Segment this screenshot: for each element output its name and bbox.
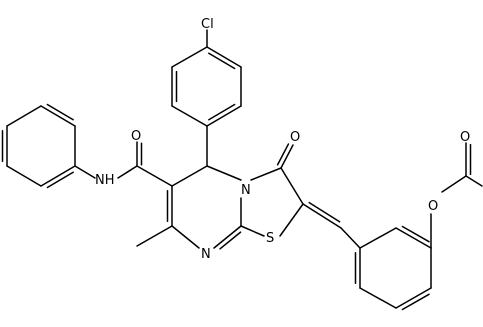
thiazole-bond xyxy=(279,203,304,237)
bond-methyl xyxy=(136,225,173,247)
ring-b-bond-second xyxy=(46,171,74,189)
bond-amide-c-n xyxy=(117,165,138,179)
pyrimidine-bond xyxy=(206,165,242,181)
bond-n-phenyl xyxy=(74,165,96,179)
atom-label-nh-amide: NH xyxy=(95,173,115,188)
atom-label-cl: Cl xyxy=(201,17,214,32)
ring-b-bond xyxy=(6,165,42,187)
bond-ch-ring-c xyxy=(340,227,361,249)
bond-c6-amide-c xyxy=(136,165,173,187)
atom-label-s-ring: S xyxy=(266,231,274,246)
ring-c-bond xyxy=(395,287,432,309)
bond-acetyl-methyl xyxy=(465,175,483,187)
ring-a-bond xyxy=(206,46,242,68)
pyrimidine-bond xyxy=(171,225,200,249)
ring-a-bond-second xyxy=(208,52,236,70)
atom-label-o-ester: O xyxy=(428,199,438,214)
ring-c-bond-second xyxy=(401,225,430,243)
ring-c-bond xyxy=(359,287,397,309)
ring-b-bond-second xyxy=(46,103,74,121)
bond-exocyclic-alkene xyxy=(302,203,342,229)
pyrimidine-bond-second xyxy=(219,231,242,250)
ring-c-bond xyxy=(395,227,432,249)
ring-a-bond xyxy=(171,46,208,68)
ring-b-bond xyxy=(40,105,76,127)
ring-a-bond xyxy=(206,105,242,127)
thiazole-bond xyxy=(250,167,282,181)
atom-label-n-ring: N xyxy=(241,183,251,198)
bond-c-o-ketone xyxy=(280,144,294,169)
bond-exocyclic-alkene-second xyxy=(308,201,341,223)
ring-b-bond xyxy=(40,165,76,187)
atom-label-o-carbonyl: O xyxy=(460,130,470,145)
thiazole-bond xyxy=(240,225,265,237)
thiazole-bond xyxy=(280,167,304,205)
ring-a-bond-second xyxy=(208,103,236,121)
pyrimidine-bond xyxy=(171,165,208,187)
atom-label-o-ketone: O xyxy=(290,130,300,145)
pyrimidine-bond xyxy=(213,225,242,249)
ring-b-bond xyxy=(6,105,42,127)
ring-c-bond-second xyxy=(401,293,430,311)
atom-label-layer: ClO O NH N N S O O xyxy=(95,17,470,262)
atom-label-o-amide: O xyxy=(131,129,141,144)
ring-c-bond xyxy=(359,227,397,249)
bond-layer xyxy=(1,29,483,311)
bond-c-o-ketone-second xyxy=(276,143,290,166)
ring-a-bond xyxy=(171,105,208,127)
atom-label-n-imine: N xyxy=(201,247,211,262)
bond-o-ester-c xyxy=(441,175,467,193)
